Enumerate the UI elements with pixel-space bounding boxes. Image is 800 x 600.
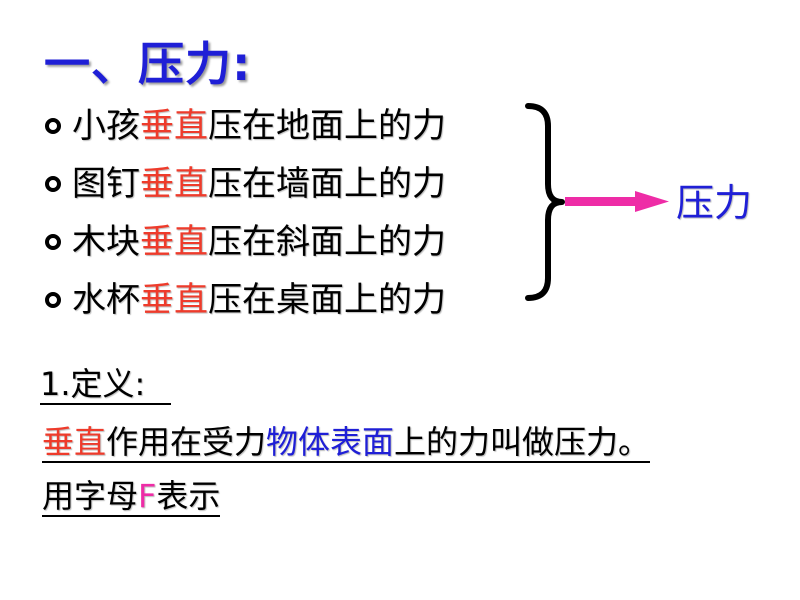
bullet-icon (45, 176, 61, 192)
example-subject: 图钉 (72, 164, 140, 204)
example-subject: 木块 (72, 222, 140, 262)
definition-text: 垂直作用在受力物体表面上的力叫做压力。 (42, 423, 651, 463)
example-rest: 压在斜面上的力 (208, 222, 446, 262)
example-item: 小孩垂直压在地面上的力 (44, 97, 446, 155)
definition-heading: 1.定义: (40, 366, 172, 405)
bullet-icon (45, 118, 61, 134)
bullet-icon (45, 234, 61, 250)
symbol-letter: F (138, 477, 157, 515)
definition-keyword: 垂直 (42, 423, 107, 461)
example-item: 水杯垂直压在桌面上的力 (44, 271, 446, 329)
definition-emphasis: 物体表面 (266, 423, 395, 461)
example-subject: 水杯 (72, 280, 140, 320)
right-arrow-icon (565, 191, 669, 212)
page-title: 一、压力: (44, 37, 252, 91)
definition-segment: 上的力叫做压力。 (394, 423, 651, 461)
example-rest: 压在地面上的力 (208, 106, 446, 146)
bullet-icon (45, 292, 61, 308)
example-item: 图钉垂直压在墙面上的力 (44, 155, 446, 213)
example-subject: 小孩 (72, 106, 140, 146)
symbol-suffix: 表示 (156, 477, 221, 515)
definition-segment: 作用在受力 (106, 423, 267, 461)
result-label: 压力 (676, 181, 753, 225)
symbol-prefix: 用字母 (42, 477, 139, 515)
example-rest: 压在墙面上的力 (208, 164, 446, 204)
example-keyword: 垂直 (140, 280, 208, 320)
symbol-text: 用字母F表示 (42, 477, 221, 517)
example-keyword: 垂直 (140, 222, 208, 262)
example-keyword: 垂直 (140, 164, 208, 204)
example-list: 小孩垂直压在地面上的力 图钉垂直压在墙面上的力 木块垂直压在斜面上的力 水杯垂直… (44, 97, 446, 329)
right-brace-icon (525, 103, 565, 301)
example-rest: 压在桌面上的力 (208, 280, 446, 320)
example-item: 木块垂直压在斜面上的力 (44, 213, 446, 271)
example-keyword: 垂直 (140, 106, 208, 146)
